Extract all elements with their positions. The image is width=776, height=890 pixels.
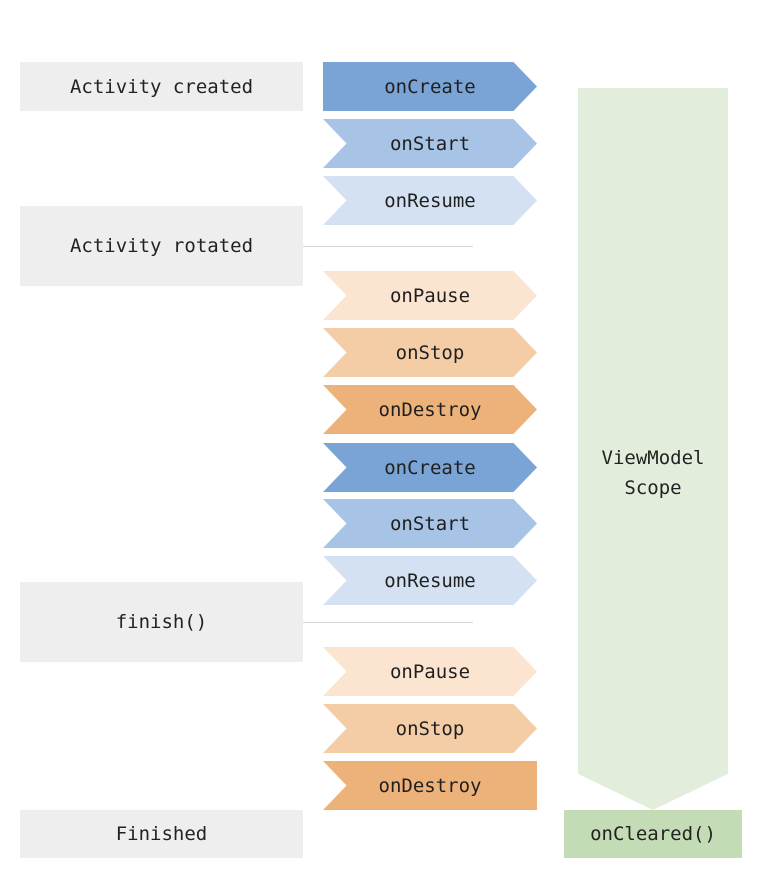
- event-label: finish(): [115, 611, 208, 633]
- lifecycle-label: onStop: [395, 717, 465, 740]
- viewmodel-scope-arrow: [578, 88, 728, 810]
- lifecycle-label: onStop: [395, 341, 465, 364]
- event-label: Activity rotated: [69, 235, 254, 257]
- lifecycle-step: onPause: [323, 647, 537, 696]
- lifecycle-step: onCreate: [323, 62, 537, 111]
- on-cleared-label: onCleared(): [590, 823, 716, 845]
- viewmodel-scope-label: ViewModel Scope: [578, 443, 728, 503]
- lifecycle-label: onCreate: [384, 456, 476, 479]
- lifecycle-step: onStart: [323, 499, 537, 548]
- lifecycle-step: onStart: [323, 119, 537, 168]
- lifecycle-label: onResume: [384, 569, 476, 592]
- lifecycle-label: onPause: [389, 660, 471, 683]
- lifecycle-label: onStart: [389, 132, 471, 155]
- lifecycle-label: onPause: [389, 284, 471, 307]
- lifecycle-step: onStop: [323, 704, 537, 753]
- lifecycle-label: onStart: [389, 512, 471, 535]
- lifecycle-step: onResume: [323, 176, 537, 225]
- event-finish: finish(): [20, 582, 303, 662]
- lifecycle-step: onDestroy: [323, 761, 537, 810]
- event-finished: Finished: [20, 810, 303, 858]
- lifecycle-step: onResume: [323, 556, 537, 605]
- connector-line: [303, 246, 473, 247]
- lifecycle-step: onCreate: [323, 443, 537, 492]
- event-label: Finished: [115, 823, 208, 845]
- on-cleared-box: onCleared(): [564, 810, 742, 858]
- scope-label-line1: ViewModel: [601, 447, 705, 469]
- lifecycle-label: onCreate: [384, 75, 476, 98]
- scope-label-line2: Scope: [624, 477, 682, 499]
- lifecycle-step: onPause: [323, 271, 537, 320]
- event-label: Activity created: [69, 75, 254, 98]
- lifecycle-label: onResume: [384, 189, 476, 212]
- lifecycle-label: onDestroy: [378, 398, 482, 421]
- lifecycle-step: onStop: [323, 328, 537, 377]
- event-activity-rotated: Activity rotated: [20, 206, 303, 286]
- lifecycle-step: onDestroy: [323, 385, 537, 434]
- connector-line: [303, 622, 473, 623]
- lifecycle-label: onDestroy: [378, 774, 482, 797]
- event-activity-created: Activity created: [20, 62, 303, 111]
